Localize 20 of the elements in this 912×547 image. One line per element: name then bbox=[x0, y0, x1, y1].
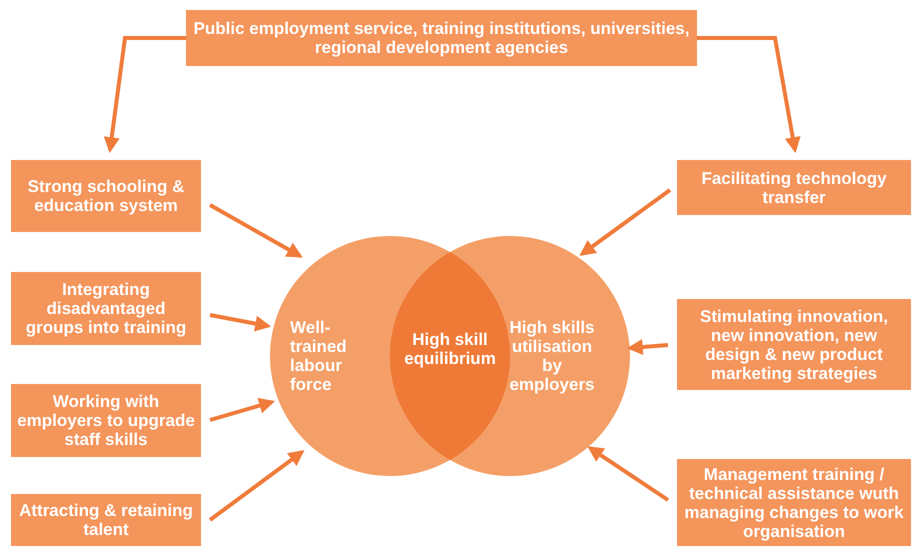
circle-label: Well-trained labour force bbox=[290, 318, 348, 394]
arrow bbox=[209, 203, 303, 258]
factor-box: Strong schooling & education system bbox=[11, 160, 201, 232]
agency-box: Public employment service, training institutions, universities, regional development agencies bbox=[186, 10, 697, 66]
factor-box: Stimulating innovation, new innovation, new design & new product marketing strategies bbox=[677, 299, 911, 390]
arrow bbox=[104, 36, 186, 154]
arrow bbox=[697, 36, 801, 154]
circle-label: High skills utilisation by employers bbox=[508, 318, 596, 394]
arrow bbox=[208, 450, 305, 522]
factor-box: Working with employers to upgrade staff skills bbox=[11, 384, 201, 457]
arrow bbox=[579, 188, 672, 256]
factor-box: Management training / technical assistance wuth managing changes to work organisation bbox=[677, 459, 911, 546]
factor-box: Attracting & retaining talent bbox=[11, 494, 201, 546]
arrow bbox=[587, 446, 670, 502]
arrow bbox=[209, 398, 276, 422]
arrow bbox=[626, 339, 668, 355]
circle-label: High skill equilibrium bbox=[403, 330, 497, 368]
factor-box: Facilitating technology transfer bbox=[677, 160, 911, 215]
factor-box: Integrating disadvantaged groups into training bbox=[11, 272, 201, 345]
arrow bbox=[210, 313, 272, 332]
